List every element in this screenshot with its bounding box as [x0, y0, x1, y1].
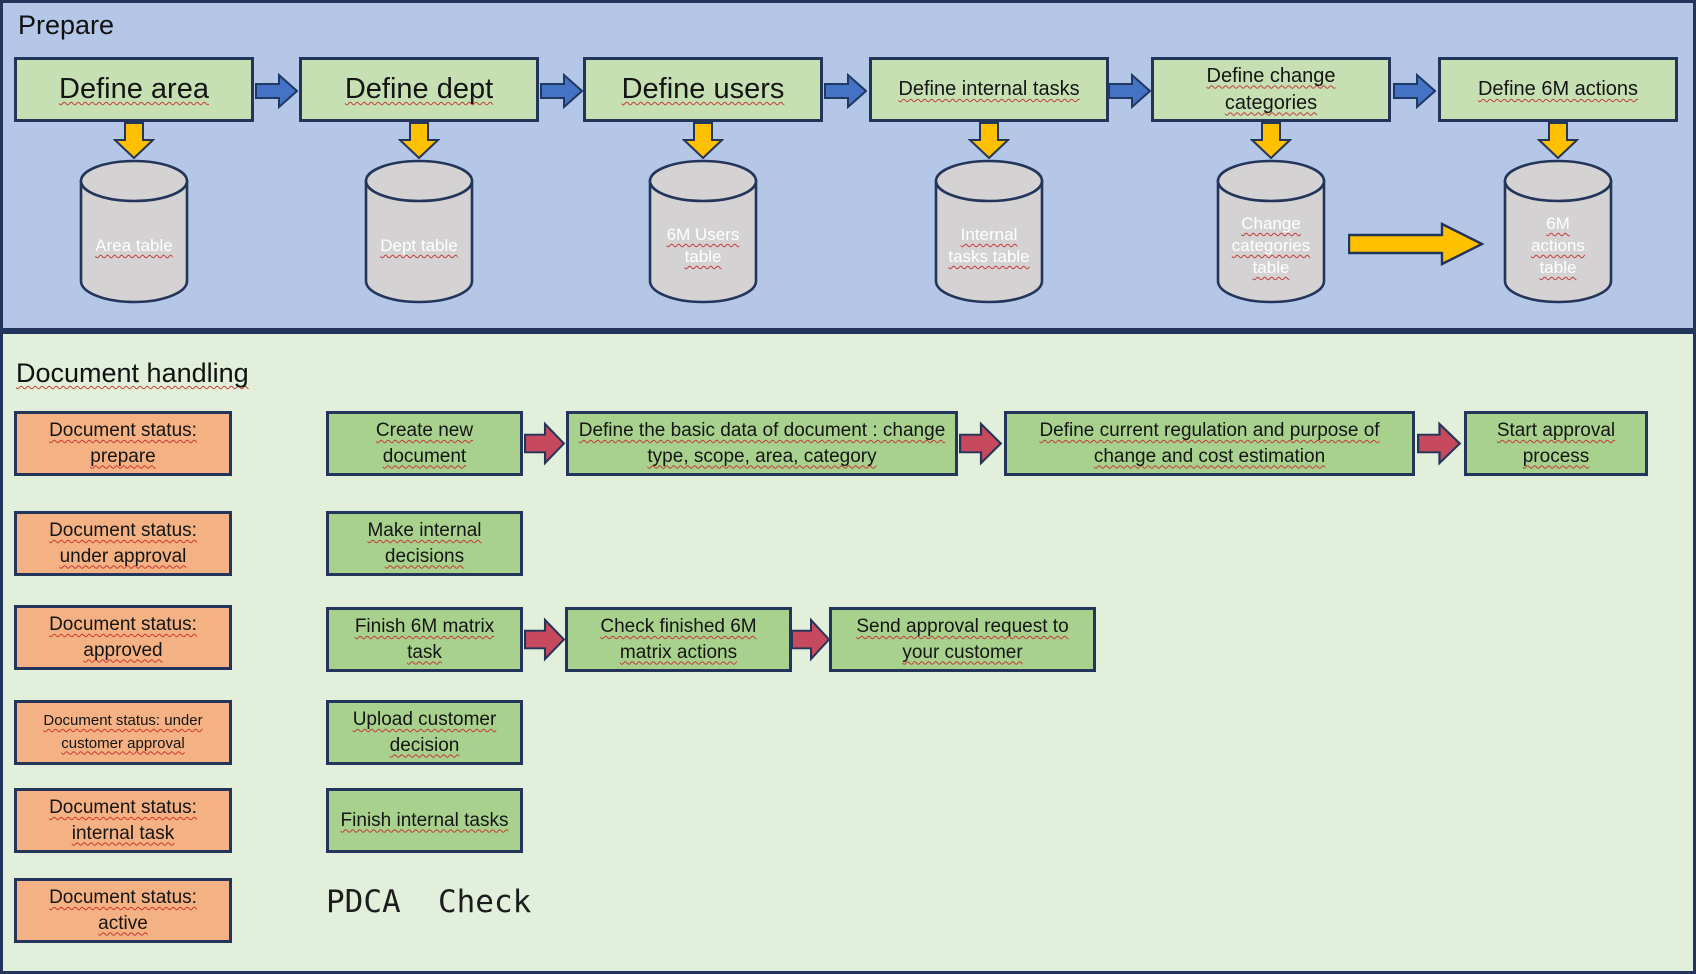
step-label: Define users [621, 72, 785, 105]
table-transfer-arrow-icon [1348, 222, 1484, 266]
step-define-internal-tasks: Define internal tasks [869, 57, 1109, 122]
flow-define-basic-data: Define the basic data of document : chan… [566, 411, 958, 476]
flow-right-arrow-icon [1108, 74, 1151, 108]
flow-right-arrow-icon [540, 74, 583, 108]
process-arrow-icon [524, 618, 565, 661]
prepare-title: Prepare [18, 10, 115, 40]
document-handling-title: Document handling [16, 358, 249, 388]
status-internal-task: Document status: internal task [14, 788, 232, 853]
step-label: Define 6M actions [1477, 78, 1639, 100]
step-define-users: Define users [583, 57, 823, 122]
process-arrow-icon [791, 618, 830, 661]
process-arrow-icon [1417, 422, 1461, 465]
table-label-6m-users: 6M Users table [666, 224, 740, 266]
flow-right-arrow-icon [255, 74, 298, 108]
store-down-arrow-icon [114, 122, 154, 159]
store-down-arrow-icon [683, 122, 723, 159]
flow-make-internal-decisions: Make internal decisions [326, 511, 523, 576]
flow-upload-customer-decision: Upload customer decision [326, 700, 523, 765]
store-down-arrow-icon [1251, 122, 1291, 159]
process-arrow-icon [959, 422, 1002, 465]
flow-start-approval-process: Start approval process [1464, 411, 1648, 476]
step-define-dept: Define dept [299, 57, 539, 122]
step-define-6m-actions: Define 6M actions [1438, 57, 1678, 122]
status-under-approval: Document status: under approval [14, 511, 232, 576]
prepare-section [0, 0, 1696, 331]
status-approved: Document status: approved [14, 605, 232, 670]
flow-create-new-document: Create new document [326, 411, 523, 476]
store-down-arrow-icon [399, 122, 439, 159]
store-down-arrow-icon [969, 122, 1009, 159]
flow-right-arrow-icon [824, 74, 867, 108]
process-arrow-icon [524, 422, 565, 465]
flow-define-current-regulation: Define current regulation and purpose of… [1004, 411, 1415, 476]
table-label-change-categories: Change categories table [1231, 213, 1311, 278]
table-label-area: Area table [95, 235, 173, 255]
step-label: Define change categories [1206, 64, 1336, 114]
pdca-check-label: PDCA Check [326, 884, 532, 920]
status-under-customer-approval: Document status: under customer approval [14, 700, 232, 765]
flow-finish-internal-tasks: Finish internal tasks [326, 788, 523, 853]
status-prepare: Document status: prepare [14, 411, 232, 476]
flow-send-approval-request: Send approval request to your customer [829, 607, 1096, 672]
flow-right-arrow-icon [1393, 74, 1436, 108]
table-label-internal-tasks: Internal tasks table [948, 224, 1030, 266]
store-down-arrow-icon [1538, 122, 1578, 159]
step-label: Define dept [344, 72, 494, 105]
step-label: Define area [59, 72, 209, 105]
flow-finish-6m-matrix-task: Finish 6M matrix task [326, 607, 523, 672]
step-label: Define internal tasks [898, 78, 1080, 100]
step-define-change-categories: Define change categories [1151, 57, 1391, 122]
table-label-dept: Dept table [380, 235, 458, 255]
table-label-6m-actions: 6M actions table [1531, 213, 1585, 278]
status-active: Document status: active [14, 878, 232, 943]
step-define-area: Define area [14, 57, 254, 122]
flow-check-finished-6m-matrix-actions: Check finished 6M matrix actions [565, 607, 792, 672]
